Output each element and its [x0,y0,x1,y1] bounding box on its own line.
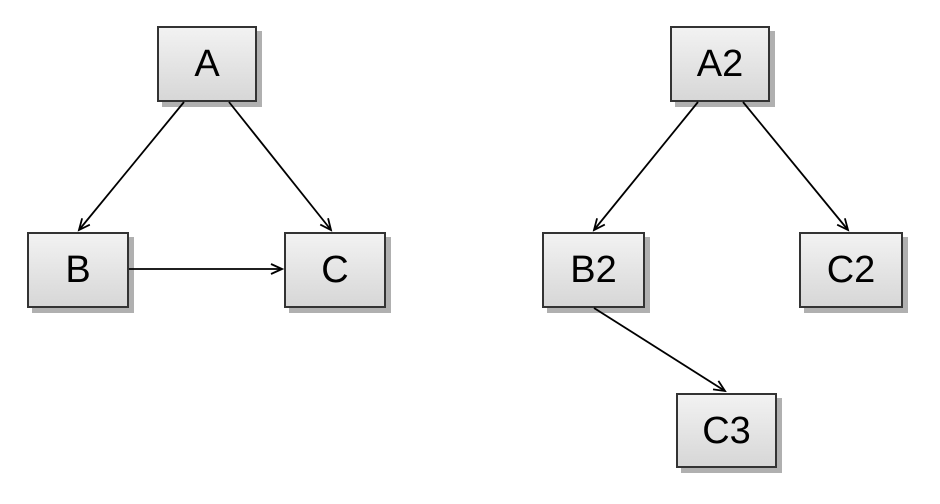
edge-group [79,101,848,391]
node-label-A: A [194,43,220,85]
node-B: B [27,232,129,308]
node-C2: C2 [799,232,903,308]
edge-A-C [228,101,331,230]
node-C3: C3 [676,393,777,468]
node-B2: B2 [542,232,645,308]
node-label-B: B [65,249,91,291]
node-label-C3: C3 [702,409,751,452]
edge-A2-B2 [594,101,699,230]
edge-A2-C2 [742,101,848,230]
node-A: A [157,26,257,102]
node-A2: A2 [670,26,770,102]
node-C: C [284,232,386,308]
edge-B2-C3 [593,307,725,391]
node-label-C: C [321,249,349,291]
node-label-C2: C2 [826,249,876,291]
node-label-A2: A2 [696,43,744,85]
node-label-B2: B2 [570,249,617,291]
edge-A-B [79,101,185,230]
